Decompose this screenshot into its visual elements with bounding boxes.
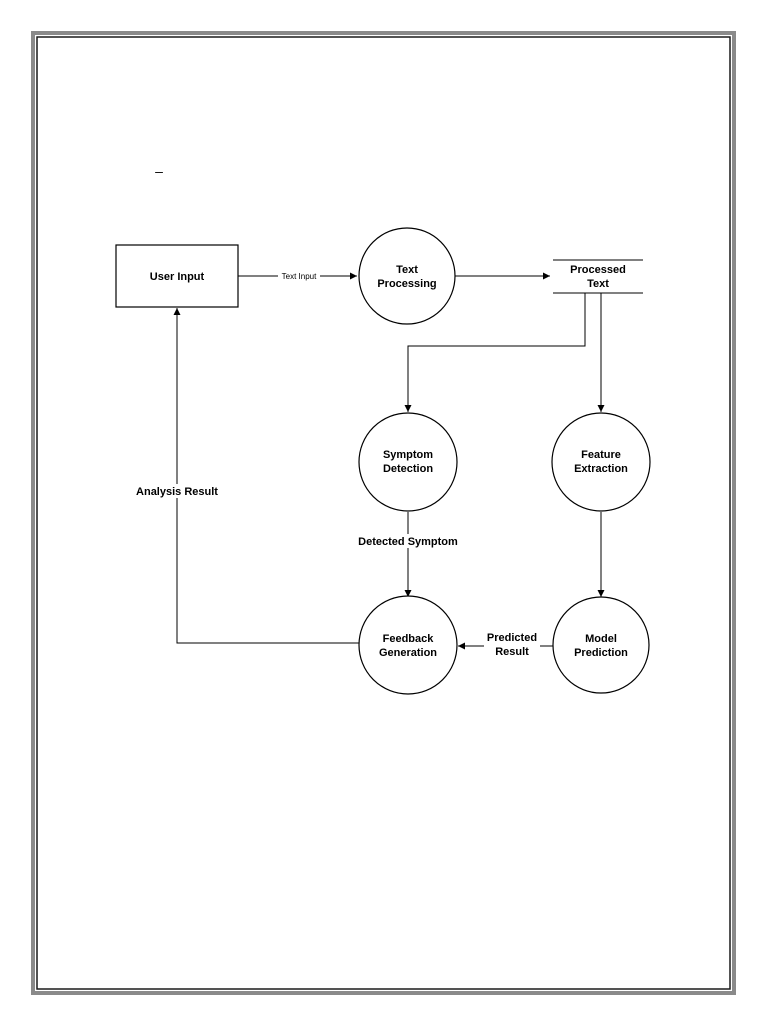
page-border-outer <box>31 31 736 995</box>
node-label-line2: Prediction <box>574 647 628 659</box>
edge-label-text-input: Text Input <box>282 272 317 281</box>
edge-to-symptom-detection <box>404 293 586 412</box>
stray-dash-mark: – <box>155 163 163 179</box>
process-circle <box>358 595 458 695</box>
edge-label-detected-symptom: Detected Symptom <box>358 536 458 548</box>
edge-label-bg <box>484 630 540 658</box>
node-symptom-detection: Symptom Detection <box>358 412 458 512</box>
edge-analysis-result <box>173 308 359 644</box>
node-label-line1: Processed <box>570 264 626 276</box>
process-circle <box>551 412 651 512</box>
edge-label-predicted-result-line2: Result <box>495 646 529 658</box>
node-label-line2: Extraction <box>574 463 628 475</box>
node-label-line1: Feature <box>581 449 621 461</box>
node-feedback-generation: Feedback Generation <box>358 595 458 695</box>
node-label-line1: Symptom <box>383 449 433 461</box>
node-label: User Input <box>150 271 205 283</box>
page-border-inner <box>36 36 731 990</box>
edge-label-analysis-result: Analysis Result <box>136 486 218 498</box>
node-label-line2: Generation <box>379 647 437 659</box>
process-circle <box>358 412 458 512</box>
node-label-line1: Model <box>585 633 617 645</box>
node-label-line1: Feedback <box>383 633 435 645</box>
node-text-processing: Text Processing <box>358 227 456 325</box>
edge-label-bg <box>128 484 226 498</box>
process-circle <box>552 596 650 694</box>
node-label-line1: Text <box>396 264 418 276</box>
node-label-line2: Detection <box>383 463 433 475</box>
node-label-line2: Processing <box>377 278 436 290</box>
edge-label-bg <box>278 270 320 281</box>
node-feature-extraction: Feature Extraction <box>551 412 651 512</box>
edge-label-bg <box>356 534 460 548</box>
node-label-line2: Text <box>587 278 609 290</box>
entity-box <box>115 244 239 308</box>
node-processed-text: Processed Text <box>553 259 643 294</box>
node-model-prediction: Model Prediction <box>552 596 650 694</box>
node-user-input: User Input <box>115 244 239 308</box>
edge-label-predicted-result-line1: Predicted <box>487 632 537 644</box>
process-circle <box>358 227 456 325</box>
